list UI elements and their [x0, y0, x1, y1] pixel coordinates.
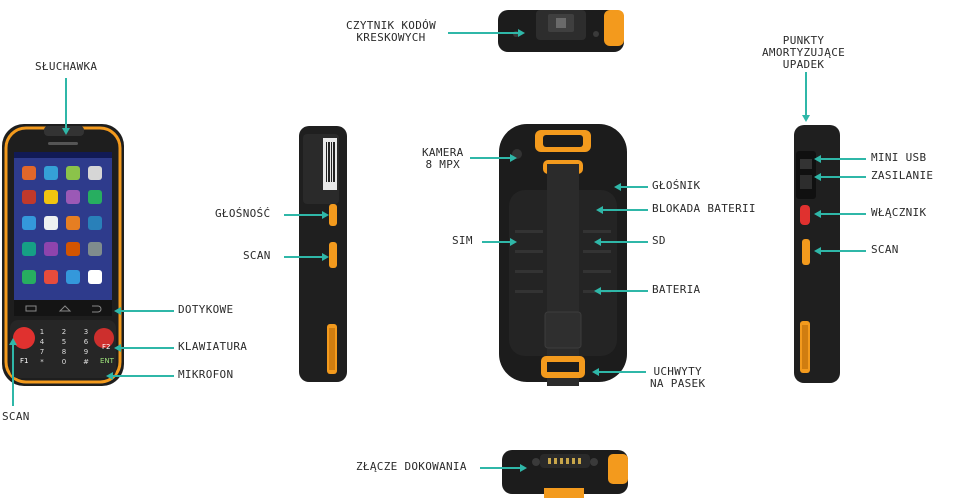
label-camera: KAMERA 8 MPX [422, 146, 464, 171]
leader-scan-left-side [284, 256, 324, 258]
leader-arrow [594, 238, 601, 246]
leader-sim [482, 241, 512, 243]
leader-battery [600, 290, 648, 292]
keypad-ent[interactable]: ENT [100, 357, 114, 365]
keypad-key-0[interactable]: 0 [61, 358, 67, 366]
leader-sd [600, 241, 648, 243]
label-earpiece: SŁUCHAWKA [35, 60, 98, 73]
label-strap-holders: UCHWYTY NA PASEK [650, 365, 706, 390]
keypad-f1[interactable]: F1 [20, 357, 29, 365]
leader-keypad [120, 347, 174, 349]
keypad-key-9[interactable]: 9 [83, 348, 89, 356]
leader-arrow [814, 247, 821, 255]
label-volume: GŁOŚNOŚĆ [215, 207, 271, 220]
keypad-key-6[interactable]: 6 [83, 338, 89, 346]
leader-mini-usb [820, 158, 866, 160]
leader-microphone [112, 375, 174, 377]
label-scan-front: SCAN [2, 410, 30, 423]
leader-arrow [9, 338, 17, 345]
leader-scan-right-side [820, 250, 866, 252]
leader-power-input [820, 176, 866, 178]
keypad-key-1[interactable]: 1 [39, 328, 45, 336]
label-scan-right-side: SCAN [871, 243, 899, 256]
leader-arrow [518, 29, 525, 37]
label-power-button: WŁĄCZNIK [871, 206, 927, 219]
leader-arrow [814, 155, 821, 163]
keypad: 1 2 3 4 5 6 7 8 9 * 0 # [32, 328, 96, 366]
leader-arrow [322, 253, 329, 261]
leader-arrow [520, 464, 527, 472]
leader-arrow [62, 128, 70, 135]
label-docking-connector: ZŁĄCZE DOKOWANIA [356, 460, 467, 473]
leader-docking-connector [480, 467, 522, 469]
leader-camera [470, 157, 512, 159]
leader-arrow [614, 183, 621, 191]
keypad-key-3[interactable]: 3 [83, 328, 89, 336]
device-bottom-view [502, 450, 628, 498]
label-barcode-reader: CZYTNIK KODÓW KRESKOWYCH [346, 19, 436, 44]
keypad-key-star[interactable]: * [40, 358, 44, 366]
leader-arrow [814, 210, 821, 218]
device-top-view [498, 10, 624, 52]
leader-arrow [592, 368, 599, 376]
keypad-key-hash[interactable]: # [83, 358, 89, 366]
keypad-f2[interactable]: F2 [102, 343, 111, 351]
leader-battery-lock [602, 209, 648, 211]
leader-touch-keys [120, 310, 174, 312]
device-back-view [499, 124, 627, 386]
label-touch-keys: DOTYKOWE [178, 303, 234, 316]
label-battery: BATERIA [652, 283, 701, 296]
leader-barcode-reader [448, 32, 520, 34]
label-speaker: GŁOŚNIK [652, 179, 701, 192]
label-power-input: ZASILANIE [871, 169, 934, 182]
leader-speaker [620, 186, 648, 188]
label-keypad: KLAWIATURA [178, 340, 248, 353]
label-mini-usb: MINI USB [871, 151, 927, 164]
keypad-key-5[interactable]: 5 [61, 338, 67, 346]
keypad-key-7[interactable]: 7 [39, 348, 45, 356]
leader-arrow [510, 238, 517, 246]
leader-arrow [510, 154, 517, 162]
leader-arrow [814, 173, 821, 181]
leader-arrow [596, 206, 603, 214]
leader-strap-holders [598, 371, 646, 373]
leader-arrow [114, 344, 121, 352]
label-scan-left-side: SCAN [243, 249, 271, 262]
keypad-key-2[interactable]: 2 [61, 328, 67, 336]
leader-scan-front [12, 344, 14, 406]
leader-arrow [594, 287, 601, 295]
leader-volume [284, 214, 324, 216]
keypad-key-8[interactable]: 8 [61, 348, 67, 356]
label-battery-lock: BLOKADA BATERII [652, 202, 756, 215]
leader-power-button [820, 213, 866, 215]
leader-arrow [802, 115, 810, 122]
label-drop-protection: PUNKTY AMORTYZUJĄCE UPADEK [762, 34, 846, 71]
leader-arrow [106, 372, 113, 380]
leader-drop-protection [805, 72, 807, 116]
label-microphone: MIKROFON [178, 368, 234, 381]
leader-arrow [114, 307, 121, 315]
label-sim: SIM [452, 234, 473, 247]
keypad-key-4[interactable]: 4 [39, 338, 45, 346]
device-front-view [2, 124, 124, 386]
leader-arrow [322, 211, 329, 219]
leader-earpiece [65, 78, 67, 130]
label-sd: SD [652, 234, 666, 247]
